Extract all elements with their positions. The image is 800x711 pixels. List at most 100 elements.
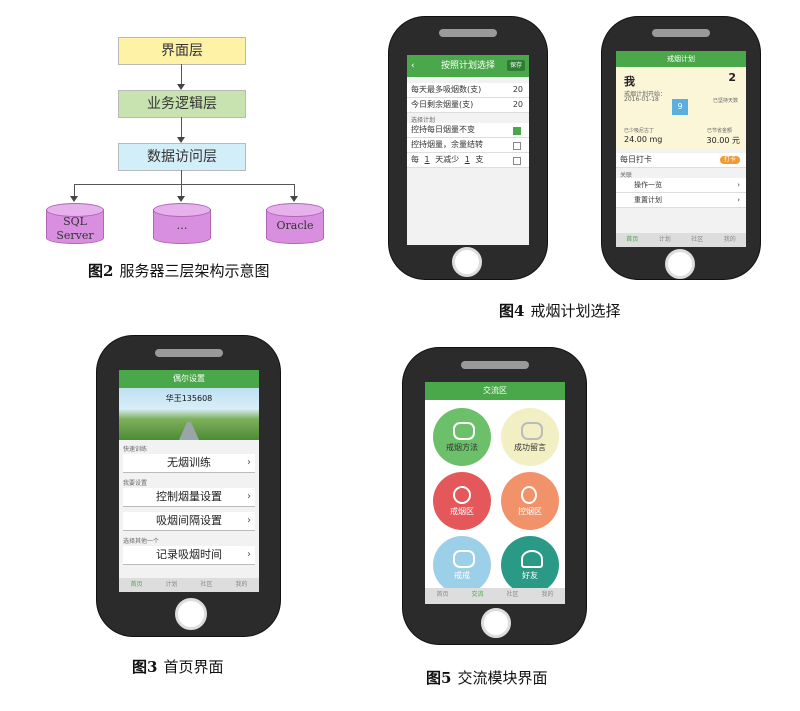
home-button[interactable] (481, 608, 511, 638)
tab-exchange[interactable]: 交流 (471, 591, 484, 598)
group-label: 我要设置 (123, 480, 148, 487)
tab-home[interactable]: 首页 (436, 591, 449, 598)
menu-item[interactable]: 操作一览› (616, 178, 746, 193)
stat1-label: 已少吸尼古丁 (624, 128, 655, 134)
connector (181, 170, 182, 184)
phone-home: 偶尔设置 华王135608 快速训练 无烟训练› 我要设置 控制烟量设置› 吸烟… (97, 336, 280, 636)
menu-item-record[interactable]: 记录吸烟时间› (123, 546, 255, 565)
plan-card: 我 2 戒烟计划开始： 2016-01-18 9 已坚持天数 已少吸尼古丁 已节… (616, 67, 746, 149)
connector (294, 184, 295, 198)
home-button[interactable] (665, 249, 695, 279)
home-button[interactable] (452, 247, 482, 277)
group-label: 快速训练 (123, 446, 148, 453)
tab-bar: 首页 计划 社区 我的 (119, 578, 259, 592)
tab-community[interactable]: 社区 (200, 581, 213, 588)
count-value: 2 (728, 71, 736, 84)
chevron-right-icon: › (737, 181, 740, 189)
menu-item-training[interactable]: 无烟训练› (123, 454, 255, 473)
chevron-right-icon: › (737, 196, 740, 204)
circle-control-zone[interactable]: 控烟区 (501, 472, 559, 530)
circle-chat[interactable]: 戒戒 (433, 536, 491, 594)
tab-me[interactable]: 我的 (235, 581, 248, 588)
layer-ui: 界面层 (118, 37, 246, 65)
tab-bar: 首页 计划 社区 我的 (616, 233, 746, 247)
checkbox[interactable] (513, 142, 521, 150)
remaining-row[interactable]: 今日剩余烟量(支) 20 (407, 98, 529, 113)
menu-item-smoke-limit[interactable]: 控制烟量设置› (123, 488, 255, 507)
chevron-right-icon: › (247, 491, 251, 502)
user-name: 我 (624, 75, 635, 88)
save-button[interactable]: 保存 (506, 60, 525, 71)
database-oracle: Oracle (266, 203, 324, 249)
arrow (290, 196, 298, 202)
menu-item[interactable]: 重置计划› (616, 193, 746, 208)
arrow (177, 84, 185, 90)
circle-method[interactable]: 戒烟方法 (433, 408, 491, 466)
chevron-right-icon: › (247, 515, 251, 526)
option-row[interactable]: 控持每日烟量不变 (407, 123, 529, 138)
checkbox[interactable] (513, 157, 521, 165)
tab-home[interactable]: 首页 (626, 236, 639, 243)
screen-title: 交流区 (425, 382, 565, 400)
max-per-day-row[interactable]: 每天最多吸烟数(支) 20 (407, 83, 529, 98)
screen-title: 戒烟计划 (616, 51, 746, 67)
tab-community[interactable]: 社区 (691, 236, 704, 243)
screen: ‹ 按照计划选择 保存 每天最多吸烟数(支) 20 今日剩余烟量(支) 20 选… (407, 55, 529, 245)
menu-item-interval[interactable]: 吸烟间隔设置› (123, 512, 255, 531)
checkin-button[interactable]: 打卡 (719, 156, 740, 164)
stat2-label: 已节省金额 (706, 128, 732, 134)
banner-image: 华王135608 (119, 388, 259, 440)
people-icon (521, 550, 543, 568)
database-ellipsis: … (153, 203, 211, 249)
screen: 戒烟计划 我 2 戒烟计划开始： 2016-01-18 9 已坚持天数 已少吸尼… (616, 51, 746, 247)
tab-community[interactable]: 社区 (506, 591, 519, 598)
stat1-value: 24.00 mg (624, 135, 663, 144)
layer-data-access: 数据访问层 (118, 143, 246, 171)
tab-plan[interactable]: 计划 (658, 236, 671, 243)
tab-me[interactable]: 我的 (541, 591, 554, 598)
tab-me[interactable]: 我的 (723, 236, 736, 243)
phone-community: 交流区 戒烟方法 成功留言 戒烟区 控烟区 戒戒 好友 首页 交流 社区 我的 (403, 348, 586, 644)
phone-plan-select: ‹ 按照计划选择 保存 每天最多吸烟数(支) 20 今日剩余烟量(支) 20 选… (389, 17, 547, 279)
option-row[interactable]: 控持烟量，余量结转 (407, 138, 529, 153)
connector (181, 64, 182, 86)
layer-business: 业务逻辑层 (118, 90, 246, 118)
chevron-right-icon: › (247, 549, 251, 560)
keyboard-icon (453, 550, 475, 568)
circle-quit-zone[interactable]: 戒烟区 (433, 472, 491, 530)
speaker (652, 29, 710, 37)
arrow (177, 137, 185, 143)
tab-plan[interactable]: 计划 (165, 581, 178, 588)
speaker (461, 361, 529, 369)
phone-plan-overview: 戒烟计划 我 2 戒烟计划开始： 2016-01-18 9 已坚持天数 已少吸尼… (602, 17, 760, 279)
note-label: 已坚持天数 (712, 98, 738, 104)
plan-start-label: 戒烟计划开始： (624, 91, 667, 98)
day-counter: 9 (672, 99, 688, 115)
circle-success[interactable]: 成功留言 (501, 408, 559, 466)
plan-start-date: 2016-01-18 (624, 96, 659, 103)
reduce-row[interactable]: 每 1 天减少 1 支 (407, 153, 529, 168)
arrow (177, 196, 185, 202)
chevron-right-icon: › (247, 457, 251, 468)
app-header: ‹ 按照计划选择 保存 (407, 55, 529, 77)
tab-home[interactable]: 首页 (130, 581, 143, 588)
road (179, 422, 199, 440)
connector (181, 117, 182, 139)
screen: 偶尔设置 华王135608 快速训练 无烟训练› 我要设置 控制烟量设置› 吸烟… (119, 370, 259, 592)
screen: 交流区 戒烟方法 成功留言 戒烟区 控烟区 戒戒 好友 首页 交流 社区 我的 (425, 382, 565, 604)
checkbox-checked[interactable] (513, 127, 521, 135)
no-smoking-icon (453, 486, 471, 504)
group-label: 选择其他一个 (123, 538, 160, 545)
tab-bar: 首页 交流 社区 我的 (425, 588, 565, 604)
home-button[interactable] (175, 598, 207, 630)
arrow (70, 196, 78, 202)
checkin-row: 每日打卡 打卡 (616, 153, 746, 168)
circle-friends[interactable]: 好友 (501, 536, 559, 594)
back-icon[interactable]: ‹ (411, 61, 415, 71)
section-label: 关联 (620, 172, 633, 179)
connector (74, 184, 75, 198)
